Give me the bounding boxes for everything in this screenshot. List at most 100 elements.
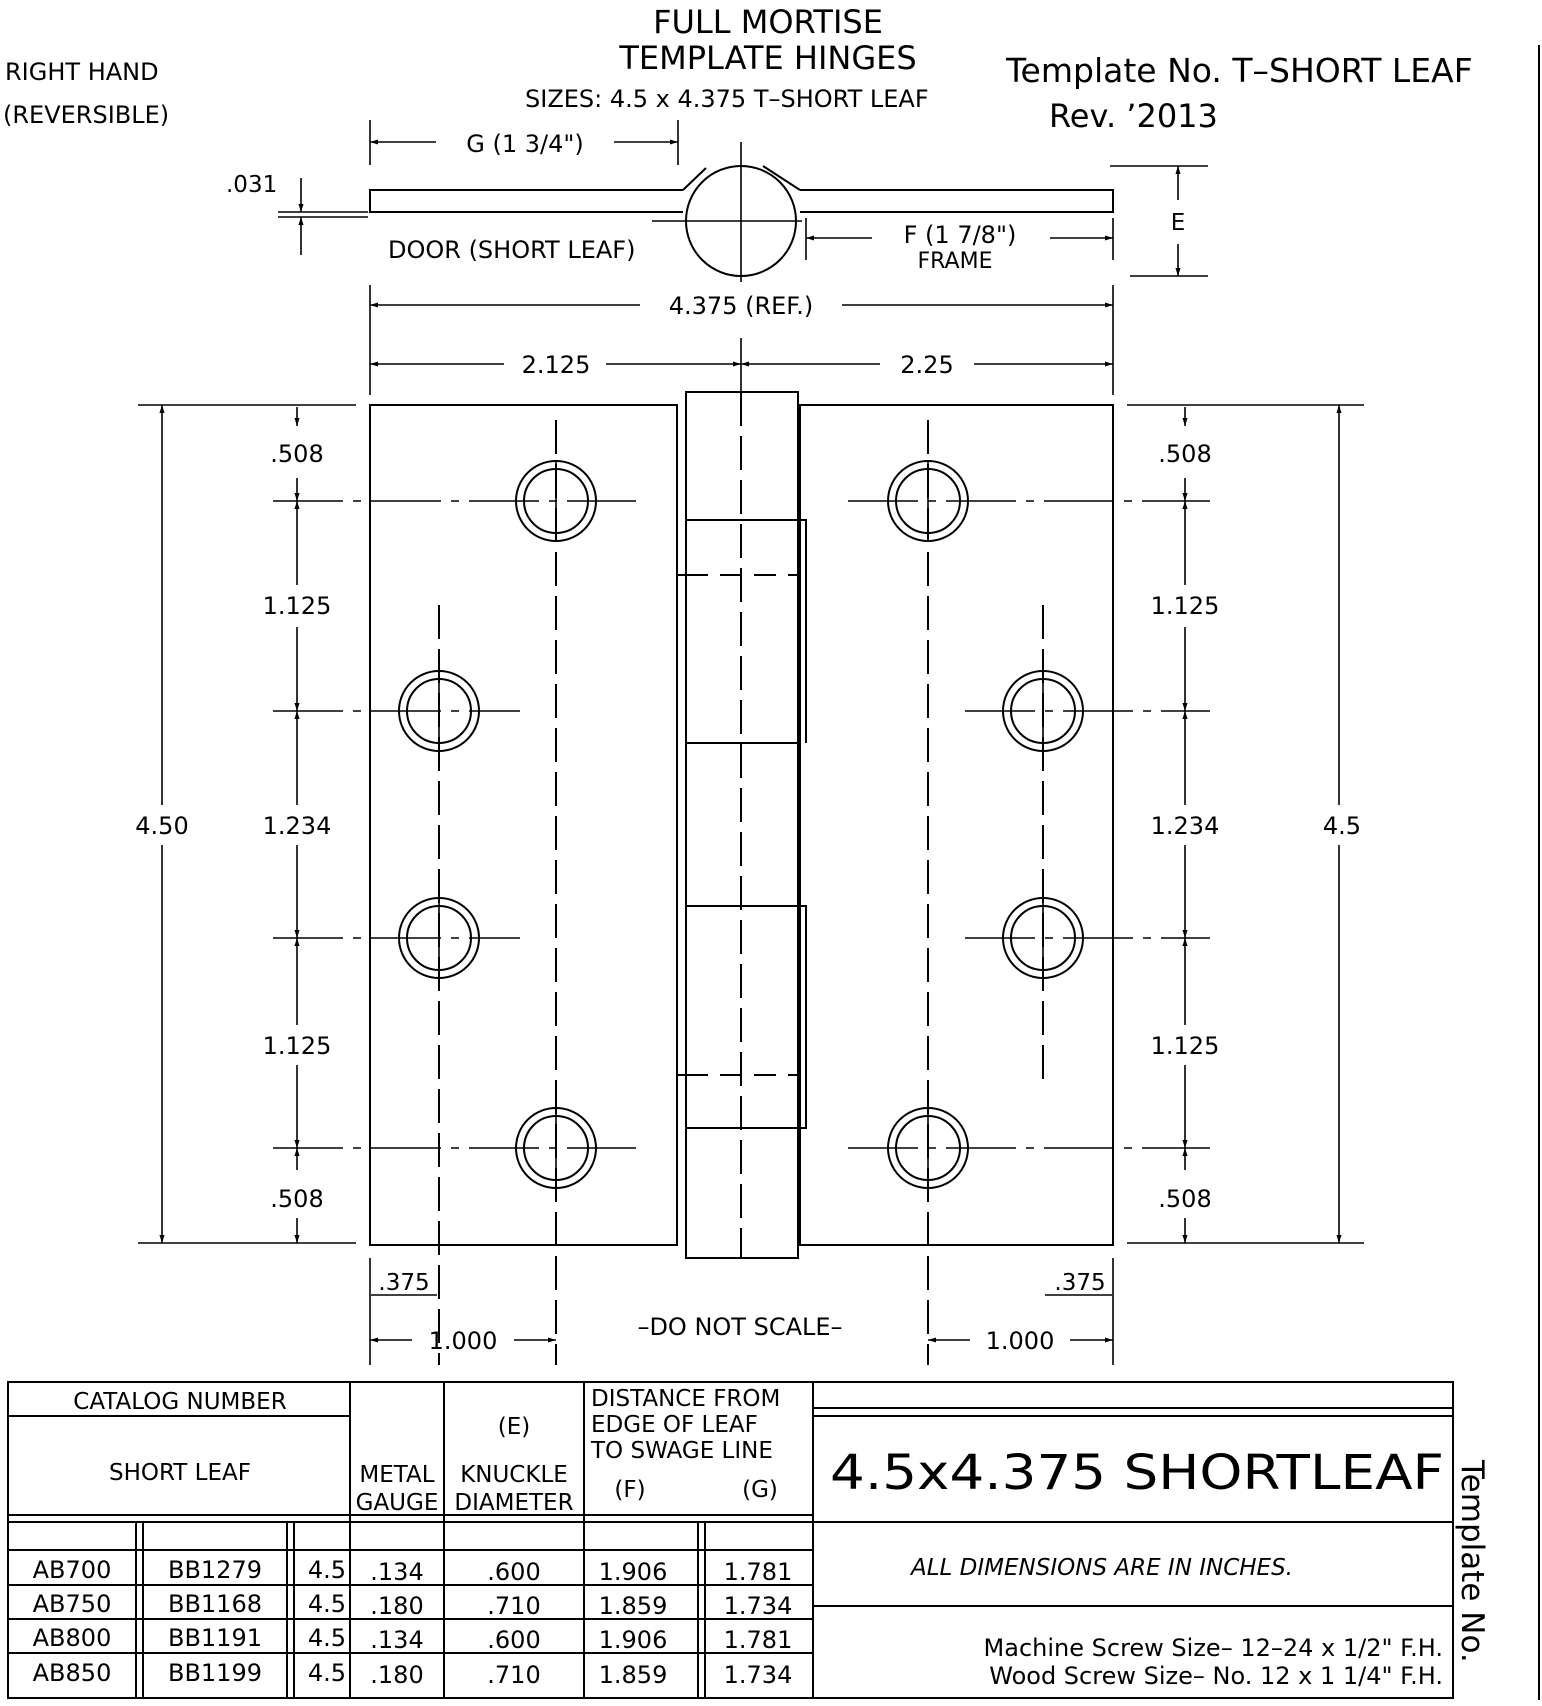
cell-knuckle: .710 — [487, 1592, 540, 1620]
table-row: AB700 BB1279 4.5 .134 .600 1.906 1.781 — [33, 1556, 793, 1586]
revision-label: Rev. ’2013 — [1049, 97, 1218, 135]
screw-hole — [398, 670, 480, 752]
knuckle-header-2: DIAMETER — [454, 1490, 573, 1516]
cell-size: 4.5 — [308, 1556, 346, 1584]
metal-gauge-header-2: GAUGE — [356, 1490, 439, 1516]
cell-catalog: AB750 — [33, 1590, 112, 1618]
cell-short-leaf: BB1168 — [168, 1590, 262, 1618]
right-spacing-chain: .508 1.125 1.234 1.125 .508 — [1151, 407, 1220, 1243]
edge-dim-left: .375 — [378, 1270, 429, 1296]
reversible-label: (REVERSIBLE) — [3, 101, 169, 129]
cell-knuckle: .600 — [487, 1558, 540, 1586]
f-dimension: F (1 7/8") — [904, 221, 1017, 249]
left-spacing-3: 1.234 — [263, 812, 332, 840]
left-spacing-1: .508 — [270, 440, 323, 468]
door-leaf-label: DOOR (SHORT LEAF) — [388, 236, 635, 264]
knuckle-header-1: KNUCKLE — [460, 1462, 568, 1488]
cell-catalog: AB850 — [33, 1659, 112, 1687]
template-number: Template No. T–SHORT LEAF — [1005, 51, 1473, 90]
cell-size: 4.5 — [308, 1624, 346, 1652]
cell-gauge: .180 — [370, 1661, 423, 1689]
cell-catalog: AB700 — [33, 1556, 112, 1584]
right-width-dim: 2.25 — [900, 351, 953, 379]
sizes-label: SIZES: 4.5 x 4.375 T–SHORT LEAF — [525, 85, 929, 113]
cell-catalog: AB800 — [33, 1624, 112, 1652]
title-block: 4.5x4.375 SHORTLEAF ALL DIMENSIONS ARE I… — [830, 1445, 1490, 1690]
right-spacing-2: 1.125 — [1151, 592, 1220, 620]
gauge-dim: .031 — [226, 172, 277, 198]
cell-short-leaf: BB1191 — [168, 1624, 262, 1652]
distance-header-2: EDGE OF LEAF — [591, 1412, 758, 1438]
cell-short-leaf: BB1199 — [168, 1659, 262, 1687]
width-dimensions: 4.375 (REF.) 2.125 2.25 — [369, 285, 1114, 395]
height-dim-right: 4.5 — [1323, 812, 1361, 840]
right-spacing-4: 1.125 — [1151, 1032, 1220, 1060]
bottom-dimensions: .375 .375 1.000 1.000 –DO NOT SCALE– — [369, 1258, 1114, 1365]
f-header: (F) — [614, 1477, 645, 1503]
e-header: (E) — [498, 1414, 530, 1440]
height-dim-left: 4.50 — [135, 812, 188, 840]
wood-screw-note: Wood Screw Size– No. 12 x 1 1/4" F.H. — [989, 1662, 1443, 1690]
height-dimensions: 4.50 4.5 — [135, 404, 1364, 1244]
right-spacing-1: .508 — [1158, 440, 1211, 468]
catalog-number-header: CATALOG NUMBER — [73, 1389, 286, 1415]
g-header: (G) — [742, 1477, 778, 1503]
screw-hole — [398, 897, 480, 979]
offset-dim-right: 1.000 — [986, 1327, 1055, 1355]
screw-hole — [515, 1107, 597, 1189]
distance-header-3: TO SWAGE LINE — [590, 1438, 773, 1464]
left-width-dim: 2.125 — [522, 351, 591, 379]
left-spacing-4: 1.125 — [263, 1032, 332, 1060]
g-dimension: G (1 3/4") — [466, 130, 584, 158]
drawing-title-line2: TEMPLATE HINGES — [618, 39, 916, 77]
cell-f: 1.859 — [599, 1661, 668, 1689]
door-leaf — [369, 404, 678, 1246]
left-spacing-2: 1.125 — [263, 592, 332, 620]
e-dimension: E — [1171, 210, 1186, 236]
short-leaf-header: SHORT LEAF — [109, 1460, 251, 1486]
metal-gauge-header-1: METAL — [359, 1462, 434, 1488]
cell-g: 1.734 — [724, 1592, 793, 1620]
cell-knuckle: .600 — [487, 1626, 540, 1654]
edge-dim-right: .375 — [1054, 1270, 1105, 1296]
hand-label: RIGHT HAND — [5, 58, 159, 86]
hole-centerlines — [273, 420, 1210, 1365]
offset-dim-left: 1.000 — [429, 1327, 498, 1355]
screw-hole — [887, 460, 969, 542]
screw-hole — [515, 460, 597, 542]
cell-gauge: .134 — [370, 1558, 423, 1586]
cell-short-leaf: BB1279 — [168, 1556, 262, 1584]
left-spacing-5: .508 — [270, 1185, 323, 1213]
screw-hole — [1002, 670, 1084, 752]
table-row: AB750 BB1168 4.5 .180 .710 1.859 1.734 — [33, 1590, 793, 1620]
cell-gauge: .134 — [370, 1626, 423, 1654]
screw-hole — [887, 1107, 969, 1189]
table-row: AB850 BB1199 4.5 .180 .710 1.859 1.734 — [33, 1659, 793, 1689]
cell-g: 1.781 — [724, 1558, 793, 1586]
cell-f: 1.859 — [599, 1592, 668, 1620]
hinge-front-view — [369, 391, 1114, 1259]
product-title: 4.5x4.375 SHORTLEAF — [830, 1445, 1444, 1501]
hinge-edge-view: .031 G (1 3/4") DOOR (SHORT LEAF) F (1 7… — [226, 120, 1208, 282]
cell-knuckle: .710 — [487, 1661, 540, 1689]
machine-screw-note: Machine Screw Size– 12–24 x 1/2" F.H. — [984, 1634, 1443, 1662]
frame-leaf — [799, 404, 1114, 1246]
cell-size: 4.5 — [308, 1590, 346, 1618]
drawing-title-line1: FULL MORTISE — [653, 3, 883, 41]
screw-hole — [1002, 897, 1084, 979]
distance-header-1: DISTANCE FROM — [591, 1386, 780, 1412]
table-row: AB800 BB1191 4.5 .134 .600 1.906 1.781 — [33, 1624, 793, 1654]
screw-holes — [398, 460, 1084, 1189]
header: FULL MORTISE TEMPLATE HINGES SIZES: 4.5 … — [3, 3, 1473, 135]
overall-width-dim: 4.375 (REF.) — [669, 292, 813, 320]
side-template-label: Template No. — [1454, 1459, 1490, 1663]
cell-g: 1.781 — [724, 1626, 793, 1654]
frame-label: FRAME — [918, 249, 993, 274]
spec-table: CATALOG NUMBER SHORT LEAF METAL GAUGE (E… — [7, 1381, 1454, 1699]
left-spacing-chain: .508 1.125 1.234 1.125 .508 — [263, 407, 332, 1243]
right-spacing-3: 1.234 — [1151, 812, 1220, 840]
do-not-scale-note: –DO NOT SCALE– — [637, 1313, 842, 1341]
cell-f: 1.906 — [599, 1558, 668, 1586]
units-note: ALL DIMENSIONS ARE IN INCHES. — [909, 1555, 1293, 1581]
